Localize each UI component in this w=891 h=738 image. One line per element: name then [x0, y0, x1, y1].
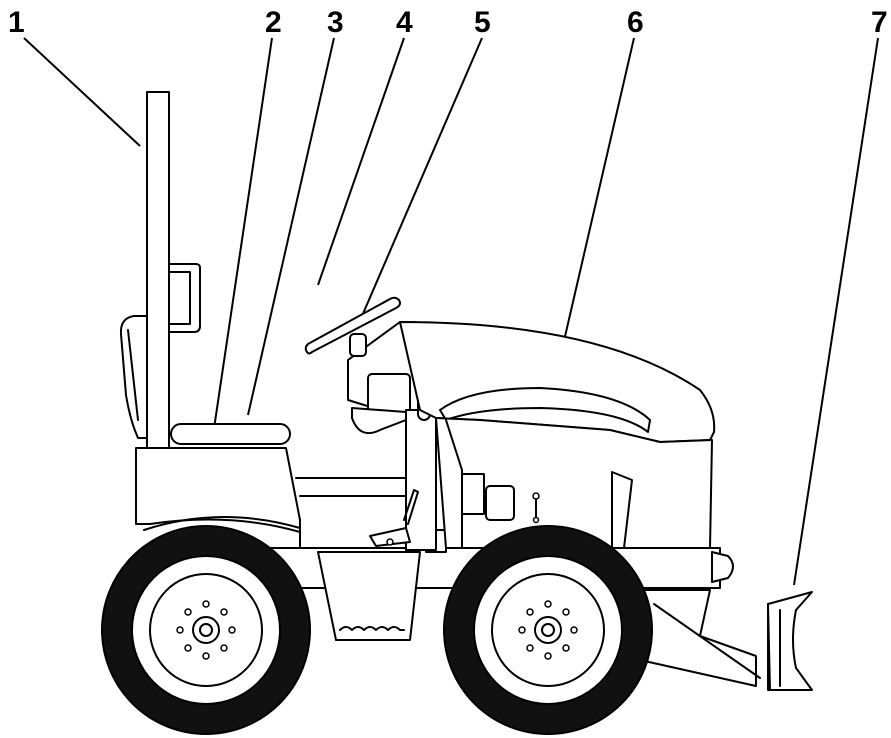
rear-wheel-lugs: [176, 600, 236, 660]
leader-line-7: [793, 37, 879, 586]
callout-4: 4: [396, 6, 413, 39]
rear-fender: [135, 447, 301, 533]
front-blade: [767, 591, 813, 691]
leader-line-3: [247, 37, 335, 416]
front-wheel-lugs: [518, 600, 578, 660]
callout-5: 5: [474, 6, 491, 39]
leader-line-1: [23, 37, 141, 147]
steering-column: [347, 321, 437, 551]
leader-line-5: [361, 37, 483, 317]
engine-hood: [399, 321, 716, 473]
seat-back: [119, 315, 148, 439]
callout-6: 6: [627, 6, 644, 39]
seat-cushion: [170, 423, 291, 445]
callout-3: 3: [327, 6, 344, 39]
steering-wheel: [304, 296, 401, 357]
callout-1: 1: [8, 6, 25, 39]
leader-line-4: [317, 37, 405, 286]
rops-rollbar: [146, 91, 201, 453]
callout-7: 7: [871, 6, 888, 39]
pedals: [369, 489, 419, 547]
callout-2: 2: [265, 6, 282, 39]
engine-compartment: [435, 417, 713, 549]
leader-line-2: [211, 37, 273, 443]
front-wheel: [443, 525, 653, 735]
rear-wheel: [101, 525, 311, 735]
